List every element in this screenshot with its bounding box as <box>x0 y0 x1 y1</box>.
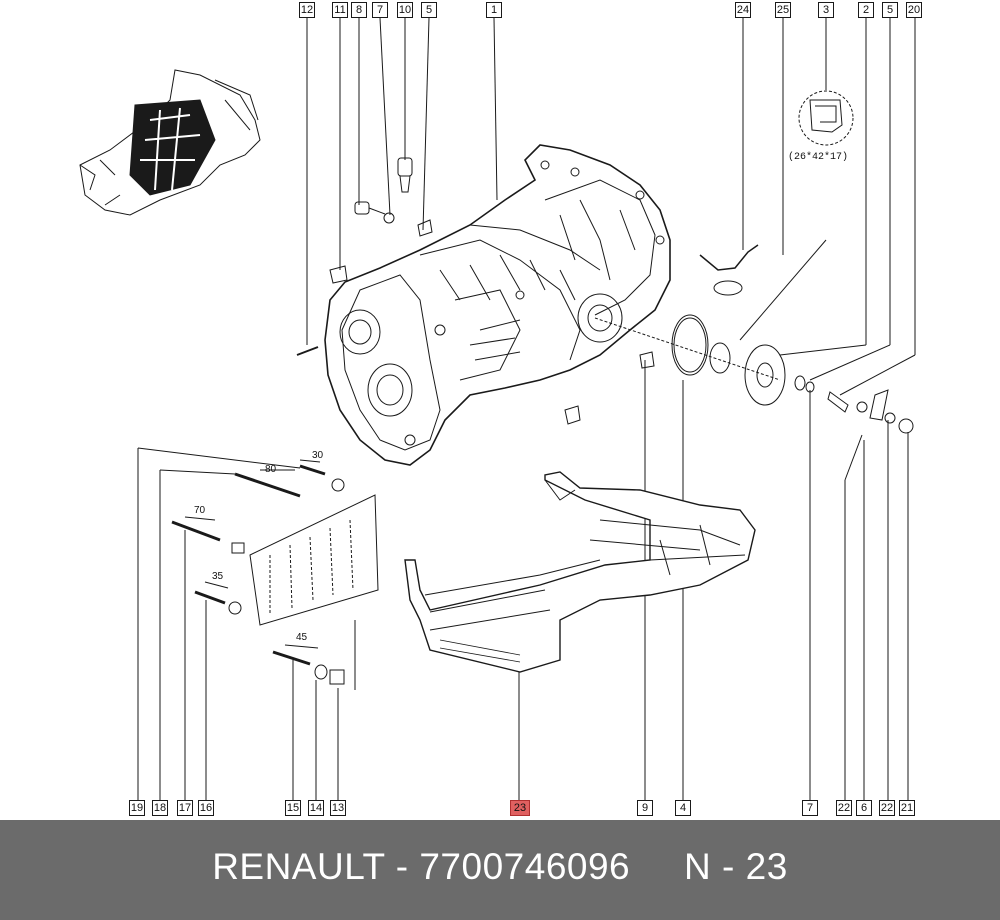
callout-7-top: 7 <box>372 2 388 18</box>
callout-10: 10 <box>397 2 413 18</box>
exploded-gearbox-diagram <box>79 17 916 800</box>
dimension-45: 45 <box>296 632 308 643</box>
seal-size-label: (26*42*17) <box>788 152 849 163</box>
callout-13: 13 <box>330 800 346 816</box>
leader-lines-top <box>306 17 916 396</box>
dimension-35: 35 <box>212 571 224 582</box>
callout-11: 11 <box>332 2 348 18</box>
callout-5-left: 5 <box>421 2 437 18</box>
small-hardware-parts <box>296 157 914 434</box>
callout-1: 1 <box>486 2 502 18</box>
callout-8: 8 <box>351 2 367 18</box>
callout-24: 24 <box>735 2 751 18</box>
leader-lines-bottom <box>137 360 909 800</box>
callout-21: 21 <box>899 800 915 816</box>
callout-3: 3 <box>818 2 834 18</box>
callout-5-right: 5 <box>882 2 898 18</box>
protection-plate-23 <box>404 471 756 673</box>
callout-7-bottom: 7 <box>802 800 818 816</box>
callout-2: 2 <box>858 2 874 18</box>
gearbox-overview-sketch <box>79 69 261 216</box>
callout-9: 9 <box>637 800 653 816</box>
callout-25: 25 <box>775 2 791 18</box>
callout-14: 14 <box>308 800 324 816</box>
callout-18: 18 <box>152 800 168 816</box>
callout-22-right: 22 <box>879 800 895 816</box>
callout-16: 16 <box>198 800 214 816</box>
callout-6: 6 <box>856 800 872 816</box>
callout-22-left: 22 <box>836 800 852 816</box>
dimension-30: 30 <box>312 450 324 461</box>
transmission-housing <box>324 144 671 466</box>
callout-20: 20 <box>906 2 922 18</box>
footer-bar: RENAULT - 7700746096 N - 23 <box>0 820 1000 920</box>
bolts-and-plate <box>171 459 379 685</box>
callout-23-highlighted[interactable]: 23 <box>510 800 530 816</box>
dimension-70: 70 <box>194 505 206 516</box>
callout-17: 17 <box>177 800 193 816</box>
dimension-80: 80 <box>265 464 277 475</box>
footer-part-reference: RENAULT - 7700746096 N - 23 <box>212 846 788 887</box>
seal-detail <box>798 90 854 146</box>
callout-15: 15 <box>285 800 301 816</box>
callout-4: 4 <box>675 800 691 816</box>
callout-12: 12 <box>299 2 315 18</box>
callout-19: 19 <box>129 800 145 816</box>
